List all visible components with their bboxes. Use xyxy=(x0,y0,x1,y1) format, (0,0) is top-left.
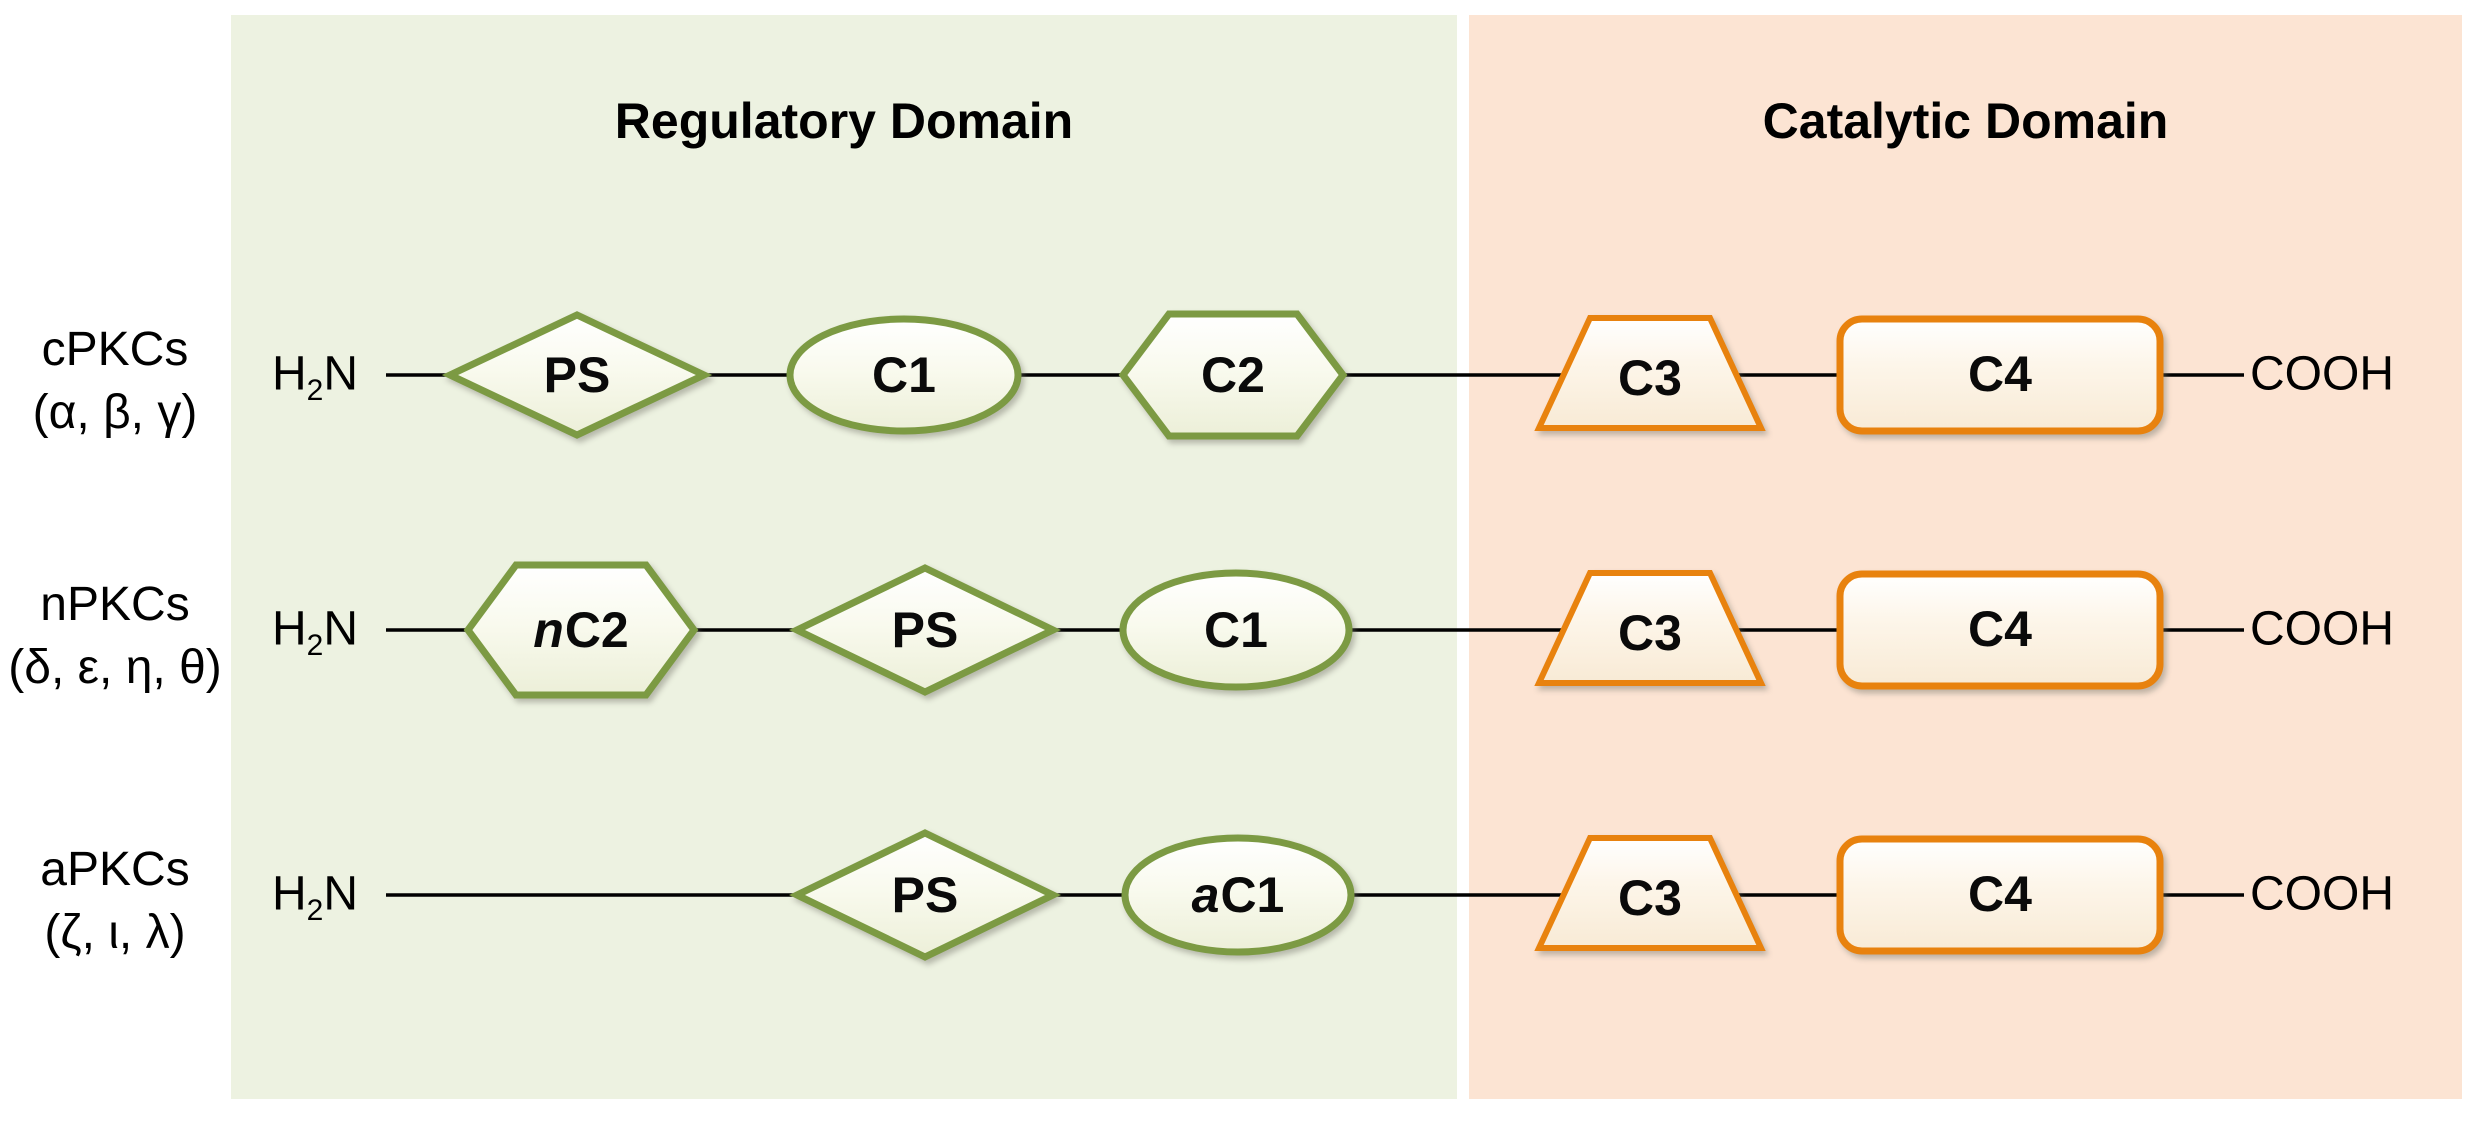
apkc-amino-terminal: H2N xyxy=(272,867,359,927)
cpkc-c4-label: C4 xyxy=(1968,346,2032,402)
npkc-c4-rect-shape xyxy=(1836,570,2164,690)
catalytic-domain-title: Catalytic Domain xyxy=(1762,93,2169,149)
npkc-nc2-label: nC2 xyxy=(533,602,629,658)
row-name-npkcs: nPKCs xyxy=(40,578,190,631)
apkc-ps-diamond-shape xyxy=(788,829,1062,961)
cpkc-carboxyl-terminal: COOH xyxy=(2250,347,2394,401)
npkc-ps-diamond-shape xyxy=(788,564,1062,696)
npkc-nc2-hexagon-shape xyxy=(463,561,699,699)
npkc-c1-label: C1 xyxy=(1204,602,1268,658)
row-label-npkcs: nPKCs (δ, ε, η, θ) xyxy=(0,573,230,699)
apkc-ac1-ellipse-shape xyxy=(1121,834,1355,956)
cpkc-c3-label: C3 xyxy=(1618,350,1682,406)
cpkc-c3-trapezoid-shape xyxy=(1534,315,1766,431)
apkc-c4-rect-shape xyxy=(1836,835,2164,955)
cpkc-ps-diamond-shape xyxy=(441,311,713,439)
apkc-carboxyl-terminal: COOH xyxy=(2250,867,2394,921)
row-isoforms-apkcs: (ζ, ι, λ) xyxy=(44,906,186,959)
npkc-c1-ellipse-shape xyxy=(1119,569,1353,691)
npkc-ps-label: PS xyxy=(891,602,959,658)
apkc-ps-label: PS xyxy=(891,867,959,923)
regulatory-domain-title: Regulatory Domain xyxy=(614,93,1074,149)
cpkc-c1-ellipse-shape xyxy=(786,315,1022,435)
npkc-c4-label: C4 xyxy=(1968,601,2032,657)
cpkc-c2-hexagon-shape xyxy=(1118,310,1348,440)
npkc-amino-terminal: H2N xyxy=(272,602,359,662)
apkc-ac1-label: aC1 xyxy=(1191,867,1285,923)
cpkc-c4-rect-shape xyxy=(1836,315,2164,435)
row-name-cpkcs: cPKCs xyxy=(41,323,189,376)
cpkc-ps-label: PS xyxy=(543,347,611,403)
apkc-c4-label: C4 xyxy=(1968,866,2032,922)
row-isoforms-cpkcs: (α, β, γ) xyxy=(32,386,198,439)
row-name-apkcs: aPKCs xyxy=(40,843,190,896)
apkc-c3-trapezoid-shape xyxy=(1534,835,1766,951)
npkc-c3-label: C3 xyxy=(1618,605,1682,661)
row-label-cpkcs: cPKCs (α, β, γ) xyxy=(0,318,230,444)
apkc-c3-label: C3 xyxy=(1618,870,1682,926)
cpkc-amino-terminal: H2N xyxy=(272,347,359,407)
npkc-c3-trapezoid-shape xyxy=(1534,570,1766,686)
row-label-apkcs: aPKCs (ζ, ι, λ) xyxy=(0,838,230,964)
row-isoforms-npkcs: (δ, ε, η, θ) xyxy=(8,641,222,694)
cpkc-c1-label: C1 xyxy=(872,347,936,403)
cpkc-c2-label: C2 xyxy=(1201,347,1265,403)
npkc-carboxyl-terminal: COOH xyxy=(2250,602,2394,656)
